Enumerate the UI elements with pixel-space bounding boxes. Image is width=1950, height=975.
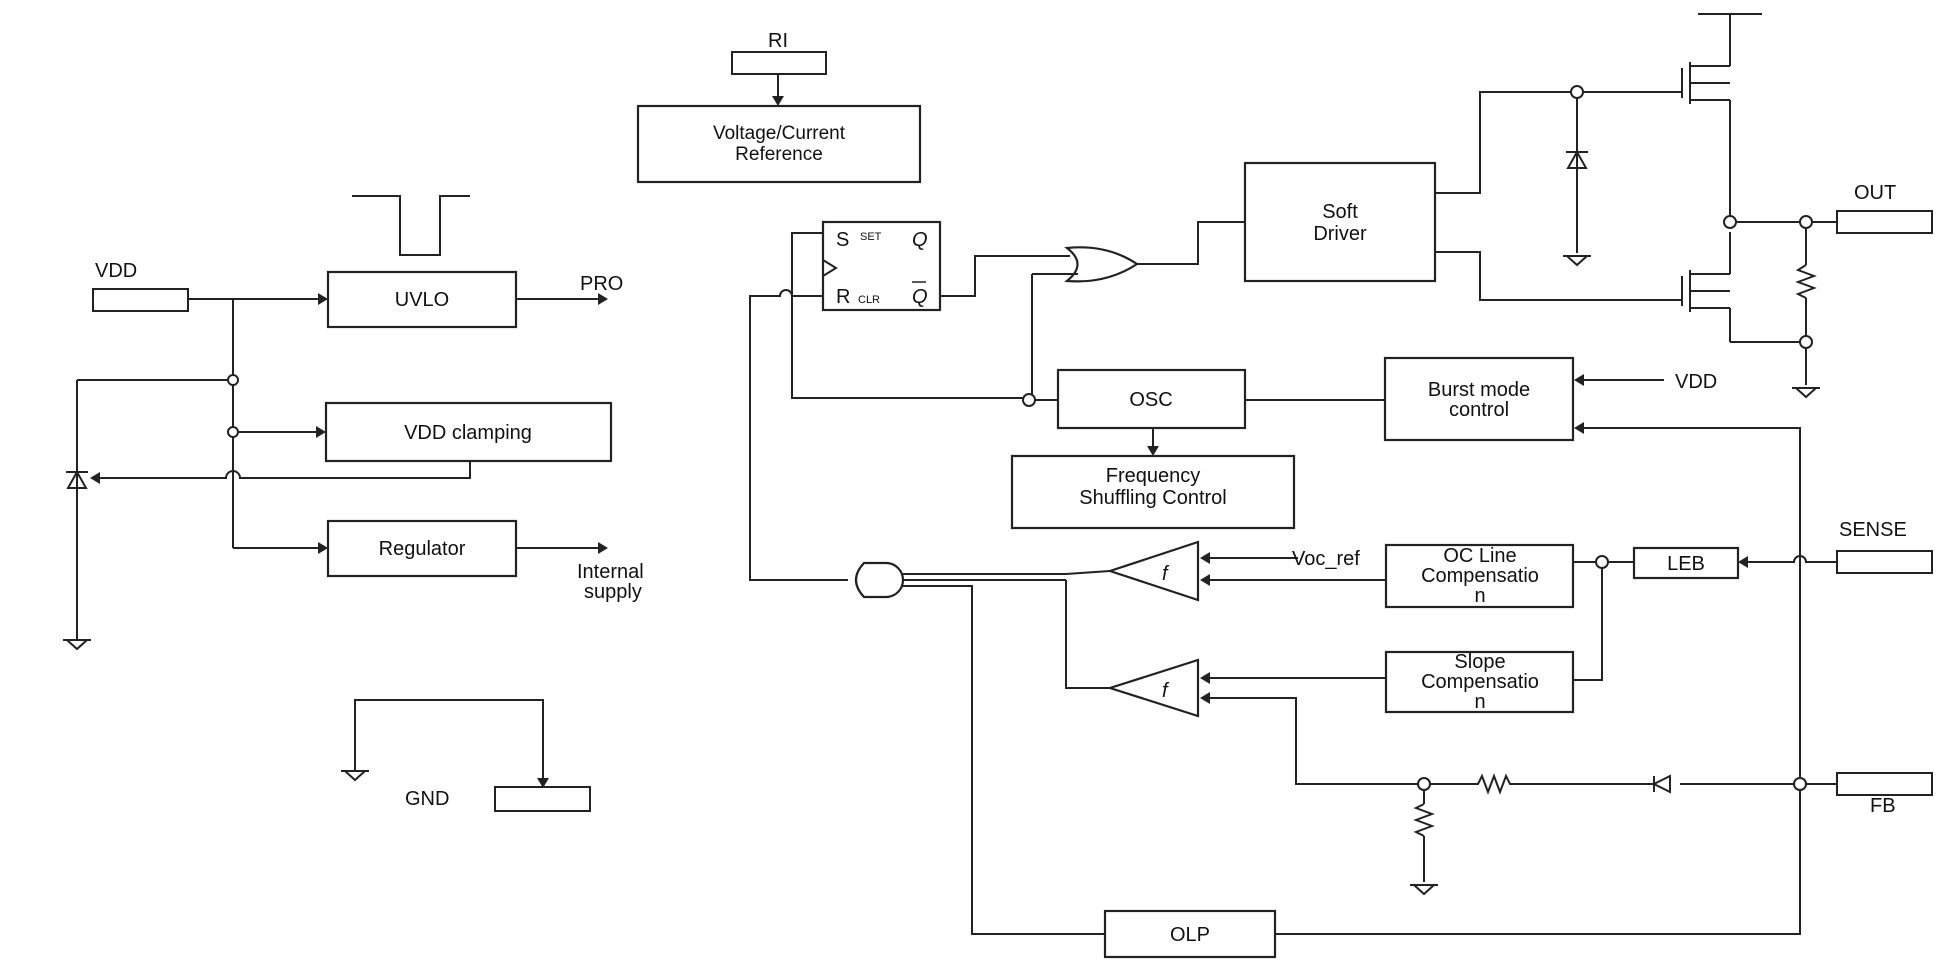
oc-comparator-sign: f [1162, 563, 1170, 585]
regulator-label: Regulator [379, 538, 466, 560]
gnd-pin: GND [405, 786, 591, 812]
leb-block: LEB [1632, 546, 1740, 580]
slope-comparator: f [1106, 658, 1200, 718]
fb-diode-symbol [1651, 774, 1671, 794]
ri-label: RI [768, 30, 788, 52]
ri-pin: RI [731, 30, 827, 75]
ff-qbar-label: Q [912, 286, 928, 308]
frequency-shuffling-line2: Shuffling Control [1079, 487, 1227, 509]
sr-flip-flop: S SET Q R CLR Q [821, 220, 942, 312]
slope-comparator-sign: f [1162, 680, 1170, 702]
out-pin: OUT [1836, 182, 1933, 234]
vdd-label-left: VDD [95, 260, 137, 282]
burst-mode-control-block: Burst mode control [1383, 356, 1575, 442]
slope-line1: Slope [1454, 651, 1505, 673]
low-side-mosfet-symbol [1681, 270, 1730, 312]
fb-shunt-resistor-symbol [1413, 803, 1435, 837]
leb-label: LEB [1667, 553, 1705, 575]
gnd-label: GND [405, 788, 449, 810]
internal-supply-line2: supply [584, 581, 642, 603]
oc-comparator: f [1106, 540, 1200, 602]
fb-pin: FB [1836, 772, 1933, 817]
pulldown-resistor-symbol [1795, 264, 1817, 299]
high-side-mosfet-symbol [1681, 14, 1731, 222]
soft-driver-line1: Soft [1322, 201, 1358, 223]
fb-label: FB [1870, 795, 1896, 817]
ff-s-label: S [836, 229, 849, 251]
burst-mode-line2: control [1449, 399, 1509, 421]
uvlo-label: UVLO [395, 289, 449, 311]
voltage-current-reference-block: Voltage/Current Reference [636, 104, 922, 184]
uvlo-block: UVLO [326, 270, 518, 329]
burst-mode-line1: Burst mode [1428, 379, 1530, 401]
pro-label: PRO [580, 273, 623, 295]
vdd-pin-left: VDD [92, 260, 189, 312]
osc-block: OSC [1056, 368, 1247, 430]
internal-supply-line1: Internal [577, 561, 644, 583]
voltage-current-reference-line1: Voltage/Current [713, 123, 846, 144]
clamp-zener-symbol [66, 469, 88, 489]
regulator-block: Regulator [326, 519, 518, 578]
oc-line-line3: n [1474, 585, 1485, 607]
out-label: OUT [1854, 182, 1896, 204]
vdd-clamping-label: VDD clamping [404, 422, 532, 444]
oc-line-line2: Compensatio [1421, 565, 1539, 587]
frequency-shuffling-line1: Frequency [1106, 465, 1201, 487]
ff-q-label: Q [912, 229, 928, 251]
slope-compensation-block: Slope Compensatio n [1384, 650, 1575, 714]
slope-line2: Compensatio [1421, 671, 1539, 693]
slope-line3: n [1474, 691, 1485, 713]
ff-set-label: SET [860, 231, 882, 243]
olp-block: OLP [1103, 909, 1277, 959]
and-gate [854, 561, 905, 599]
ff-clr-label: CLR [858, 294, 880, 306]
pulse-symbol [352, 195, 470, 256]
sense-label: SENSE [1839, 519, 1907, 541]
olp-label: OLP [1170, 924, 1210, 946]
osc-label: OSC [1129, 389, 1172, 411]
frequency-shuffling-block: Frequency Shuffling Control [1010, 454, 1296, 530]
or-gate [1064, 246, 1139, 283]
ff-r-label: R [836, 286, 850, 308]
oc-line-line1: OC Line [1443, 545, 1516, 567]
oc-line-compensation-block: OC Line Compensatio n [1384, 543, 1575, 609]
sense-pin: SENSE [1836, 519, 1933, 574]
soft-driver-line2: Driver [1313, 223, 1367, 245]
voc-ref-label: Voc_ref [1292, 548, 1360, 570]
driver-zener-symbol [1566, 149, 1588, 169]
vdd-label-right: VDD [1675, 371, 1717, 393]
fb-series-resistor-symbol [1430, 773, 1545, 795]
vdd-clamping-block: VDD clamping [324, 401, 613, 463]
soft-driver-block: Soft Driver [1243, 161, 1437, 283]
voltage-current-reference-line2: Reference [735, 144, 823, 165]
